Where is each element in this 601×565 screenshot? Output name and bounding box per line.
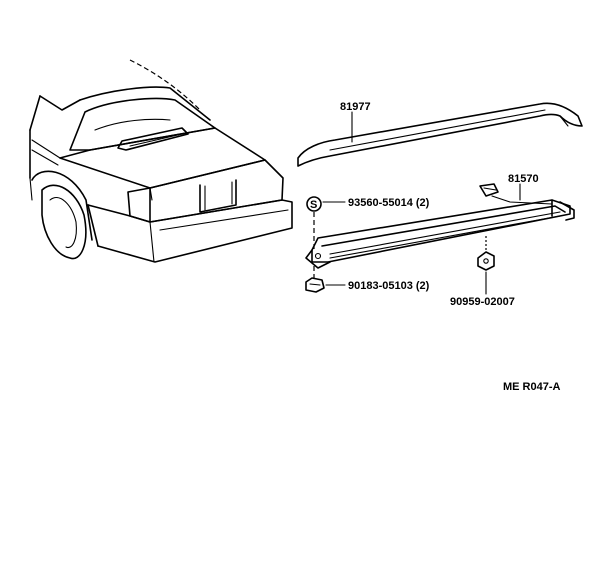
nut-part-number: 90183-05103 (2) <box>348 280 430 292</box>
bolt-symbol-letter: S <box>310 199 317 211</box>
stop-lamp-part <box>305 183 575 269</box>
clip-part <box>477 251 495 271</box>
lamp-part-number: 81570 <box>508 173 539 185</box>
bolt-symbol: S <box>306 196 322 212</box>
nut-part <box>305 277 325 293</box>
rear-spoiler-part <box>297 102 583 167</box>
spoiler-part-number: 81977 <box>340 101 371 113</box>
diagram-reference-code: ME R047-A <box>503 381 561 393</box>
bolt-part-number: 93560-55014 (2) <box>348 197 430 209</box>
clip-part-number: 90959-02007 <box>450 296 515 308</box>
car-rear-illustration <box>29 59 293 263</box>
